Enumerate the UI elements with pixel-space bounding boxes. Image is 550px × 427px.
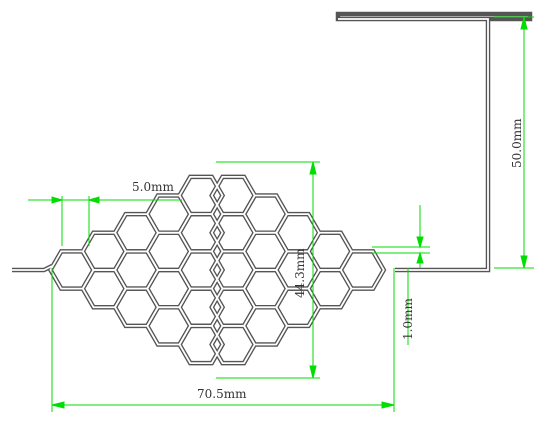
structure-drawing [12,11,533,366]
cell-width-arrow-right [87,196,100,204]
wall-arrow-bottom [416,251,424,264]
total-width-label: 70.5mm [197,387,247,401]
left-tab-inner [12,265,53,271]
wall-arrow-top [416,236,424,249]
arm-height-dimension [494,16,534,269]
arm-arrow-top [520,16,528,30]
total-width-dimension [51,268,395,412]
total-width-arrow-left [51,401,65,409]
honeycomb-cell-inner [339,250,385,290]
cell-width-arrow-left [51,196,64,204]
cell-width-label: 5.0mm [132,180,174,194]
right-bracket-inner [338,18,489,271]
hex-height-dimension [216,161,320,379]
hex-height-arrow-bottom [309,365,317,379]
hex-height-label: 44.3mm [293,248,307,298]
hex-height-arrow-top [309,161,317,175]
wall-thickness-label: 1.0mm [401,298,415,340]
arm-height-label: 50.0mm [510,118,524,168]
cell-width-dimension [28,196,182,246]
wall-thickness-dimension [372,205,430,345]
arm-arrow-bottom [520,255,528,269]
total-width-arrow-right [381,401,395,409]
honeycomb-cell-inner [178,324,224,365]
